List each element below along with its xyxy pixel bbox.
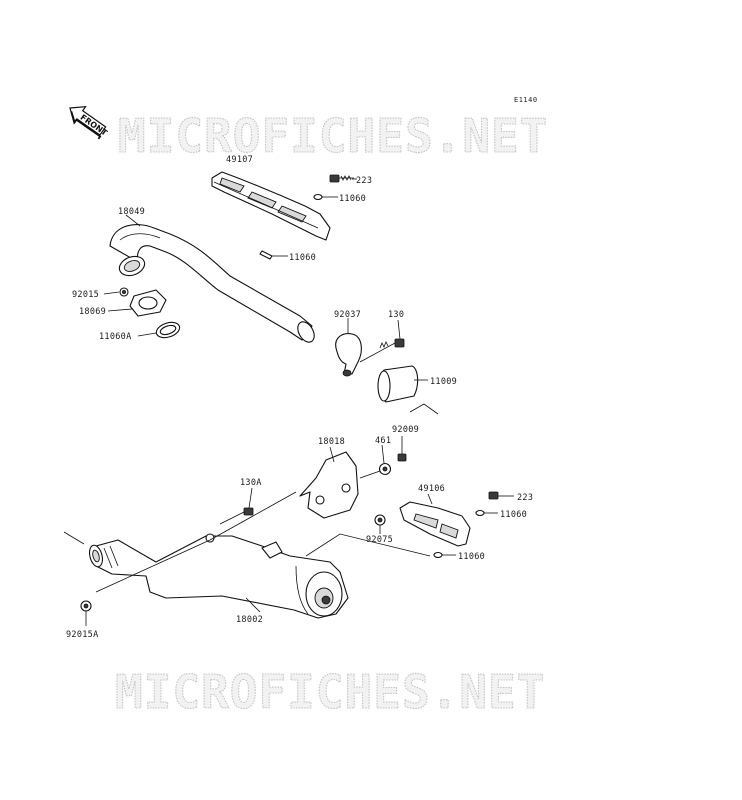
collar-92075 xyxy=(374,514,386,534)
bolt-223-top xyxy=(329,174,354,183)
label-11060-b: 11060 xyxy=(289,253,316,263)
watermark-top: MICROFICHES.NET xyxy=(118,109,548,163)
label-11060A: 11060A xyxy=(99,332,132,342)
label-11060-a: 11060 xyxy=(339,194,366,204)
label-92075: 92075 xyxy=(366,535,393,545)
gasket-11009 xyxy=(377,365,439,415)
label-11060-d: 11060 xyxy=(458,552,485,562)
label-223-top: 223 xyxy=(356,176,372,186)
label-18069: 18069 xyxy=(79,307,106,317)
front-arrow-icon: FRONT xyxy=(69,105,109,140)
label-461: 461 xyxy=(375,436,391,446)
clip-11060-d xyxy=(433,551,456,559)
bolt-92009 xyxy=(397,436,407,462)
nut-92015 xyxy=(103,287,129,297)
label-11060-c: 11060 xyxy=(500,510,527,520)
bolt-223-bottom xyxy=(488,491,514,500)
clip-11060-c xyxy=(475,509,498,517)
clip-11060-b xyxy=(259,250,288,260)
label-18018: 18018 xyxy=(318,437,345,447)
heat-guard-49106 xyxy=(399,493,471,547)
nut-92015A xyxy=(80,600,92,626)
label-92015: 92015 xyxy=(72,290,99,300)
clip-11060-a xyxy=(313,193,338,201)
label-130A: 130A xyxy=(240,478,262,488)
muffler-18002 xyxy=(88,533,349,619)
assembly-lines xyxy=(63,491,431,593)
flange-18069 xyxy=(107,289,167,317)
label-92037: 92037 xyxy=(334,310,361,320)
gasket-11060A xyxy=(137,321,181,339)
clamp-92037 xyxy=(335,318,362,377)
label-92015A: 92015A xyxy=(66,630,99,640)
label-49107: 49107 xyxy=(226,155,253,165)
watermark-bottom: MICROFICHES.NET xyxy=(115,665,545,719)
label-223-bottom: 223 xyxy=(517,493,533,503)
bolt-130 xyxy=(359,319,405,363)
label-92009: 92009 xyxy=(392,425,419,435)
reference-code: E1140 xyxy=(514,96,538,104)
label-18049: 18049 xyxy=(118,207,145,217)
label-49106: 49106 xyxy=(418,484,445,494)
bolt-130A xyxy=(219,487,254,525)
exhaust-header-pipe-18049 xyxy=(109,214,315,343)
bracket-18018 xyxy=(299,446,359,519)
label-11009: 11009 xyxy=(430,377,457,387)
label-18002: 18002 xyxy=(236,615,263,625)
label-130: 130 xyxy=(388,310,404,320)
collar-461 xyxy=(359,444,392,479)
heat-guard-49107 xyxy=(211,171,331,241)
